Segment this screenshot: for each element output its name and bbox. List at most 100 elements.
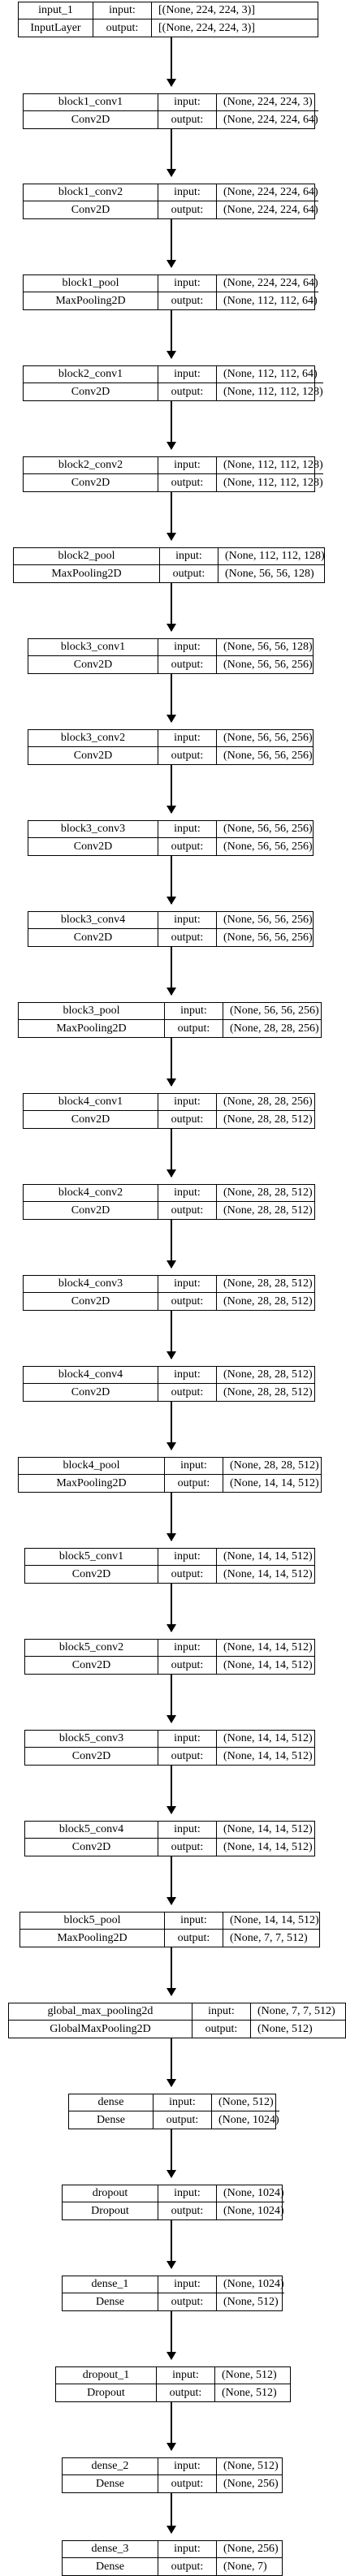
output-shape: (None, 56, 56, 256) — [223, 749, 313, 762]
input-shape: (None, 112, 112, 128) — [218, 548, 325, 565]
output-shape: (None, 56, 56, 128) — [225, 567, 314, 580]
output-label: output: — [158, 1384, 217, 1401]
output-shape: (None, 512) — [257, 2022, 313, 2035]
connection-arrow — [167, 2220, 176, 2269]
connection-arrow — [167, 947, 176, 996]
layer-type: Conv2D — [24, 1293, 158, 1310]
connection-arrow — [167, 401, 176, 450]
output-label: output: — [158, 1202, 217, 1219]
input-label: input: — [158, 1094, 217, 1111]
output-label: output: — [158, 1657, 217, 1674]
input-label: input: — [165, 1458, 223, 1475]
layer-name: dropout — [63, 2185, 158, 2202]
layer-type: MaxPooling2D — [14, 565, 160, 582]
layer-name: block5_pool — [20, 1913, 165, 1930]
output-label: output: — [165, 1475, 223, 1492]
connection-arrow — [167, 129, 176, 177]
input-shape: (None, 14, 14, 512) — [217, 1822, 314, 1839]
output-shape: (None, 14, 14, 512) — [223, 1749, 313, 1762]
output-label: output: — [157, 2384, 215, 2401]
output-label: output: — [158, 838, 217, 855]
output-shape: (None, 224, 224, 64) — [223, 113, 318, 126]
output-label: output: — [158, 383, 217, 400]
layer-type: Conv2D — [24, 383, 158, 400]
input-label: input: — [158, 2276, 217, 2293]
output-label: output: — [158, 474, 217, 491]
layer-name: dense_1 — [63, 2276, 158, 2293]
output-label: output: — [158, 2202, 217, 2219]
output-shape: (None, 224, 224, 64) — [223, 203, 318, 216]
input-label: input: — [158, 912, 217, 929]
input-label: input: — [158, 1367, 217, 1384]
layer-name: dropout_1 — [56, 2367, 157, 2384]
connection-arrow — [167, 2129, 176, 2178]
connection-arrow — [167, 2038, 176, 2087]
input-label: input: — [158, 2185, 217, 2202]
input-label: input: — [158, 639, 217, 656]
input-label: input: — [158, 1185, 217, 1202]
input-shape: (None, 112, 112, 64) — [217, 366, 323, 383]
output-label: output: — [158, 1748, 217, 1765]
layer-name: block5_conv3 — [25, 1731, 158, 1748]
connection-arrow — [167, 1675, 176, 1723]
input-label: input: — [158, 1640, 217, 1657]
input-label: input: — [160, 548, 218, 565]
input-shape: (None, 224, 224, 64) — [217, 275, 318, 292]
input-label: input: — [158, 457, 217, 474]
connection-arrow — [167, 583, 176, 632]
output-label: output: — [158, 2293, 217, 2310]
output-label: output: — [158, 2558, 217, 2575]
connection-arrow — [167, 37, 176, 87]
layer-type: GlobalMaxPooling2D — [9, 2021, 192, 2038]
output-label: output: — [165, 1930, 223, 1947]
input-shape: (None, 256) — [217, 2541, 282, 2558]
input-shape: (None, 112, 112, 128) — [217, 457, 323, 474]
layer-name: block4_pool — [19, 1458, 165, 1475]
input-label: input: — [158, 275, 217, 292]
input-label: input: — [158, 1822, 217, 1839]
layer-type: MaxPooling2D — [19, 1475, 165, 1492]
connection-arrow — [167, 1493, 176, 1541]
input-shape: (None, 224, 224, 3) — [217, 94, 318, 111]
layer-name: block5_conv4 — [25, 1822, 158, 1839]
output-label: output: — [158, 111, 217, 128]
layer-name: block1_pool — [24, 275, 158, 292]
input-shape: (None, 512) — [215, 2367, 290, 2384]
input-shape: (None, 28, 28, 512) — [217, 1367, 314, 1384]
connection-arrow — [167, 1129, 176, 1178]
output-label: output: — [165, 1020, 223, 1037]
input-shape: (None, 1024) — [217, 2185, 284, 2202]
output-label: output: — [154, 2111, 212, 2129]
layer-name: block2_pool — [14, 548, 160, 565]
output-shape: (None, 256) — [223, 2477, 279, 2490]
